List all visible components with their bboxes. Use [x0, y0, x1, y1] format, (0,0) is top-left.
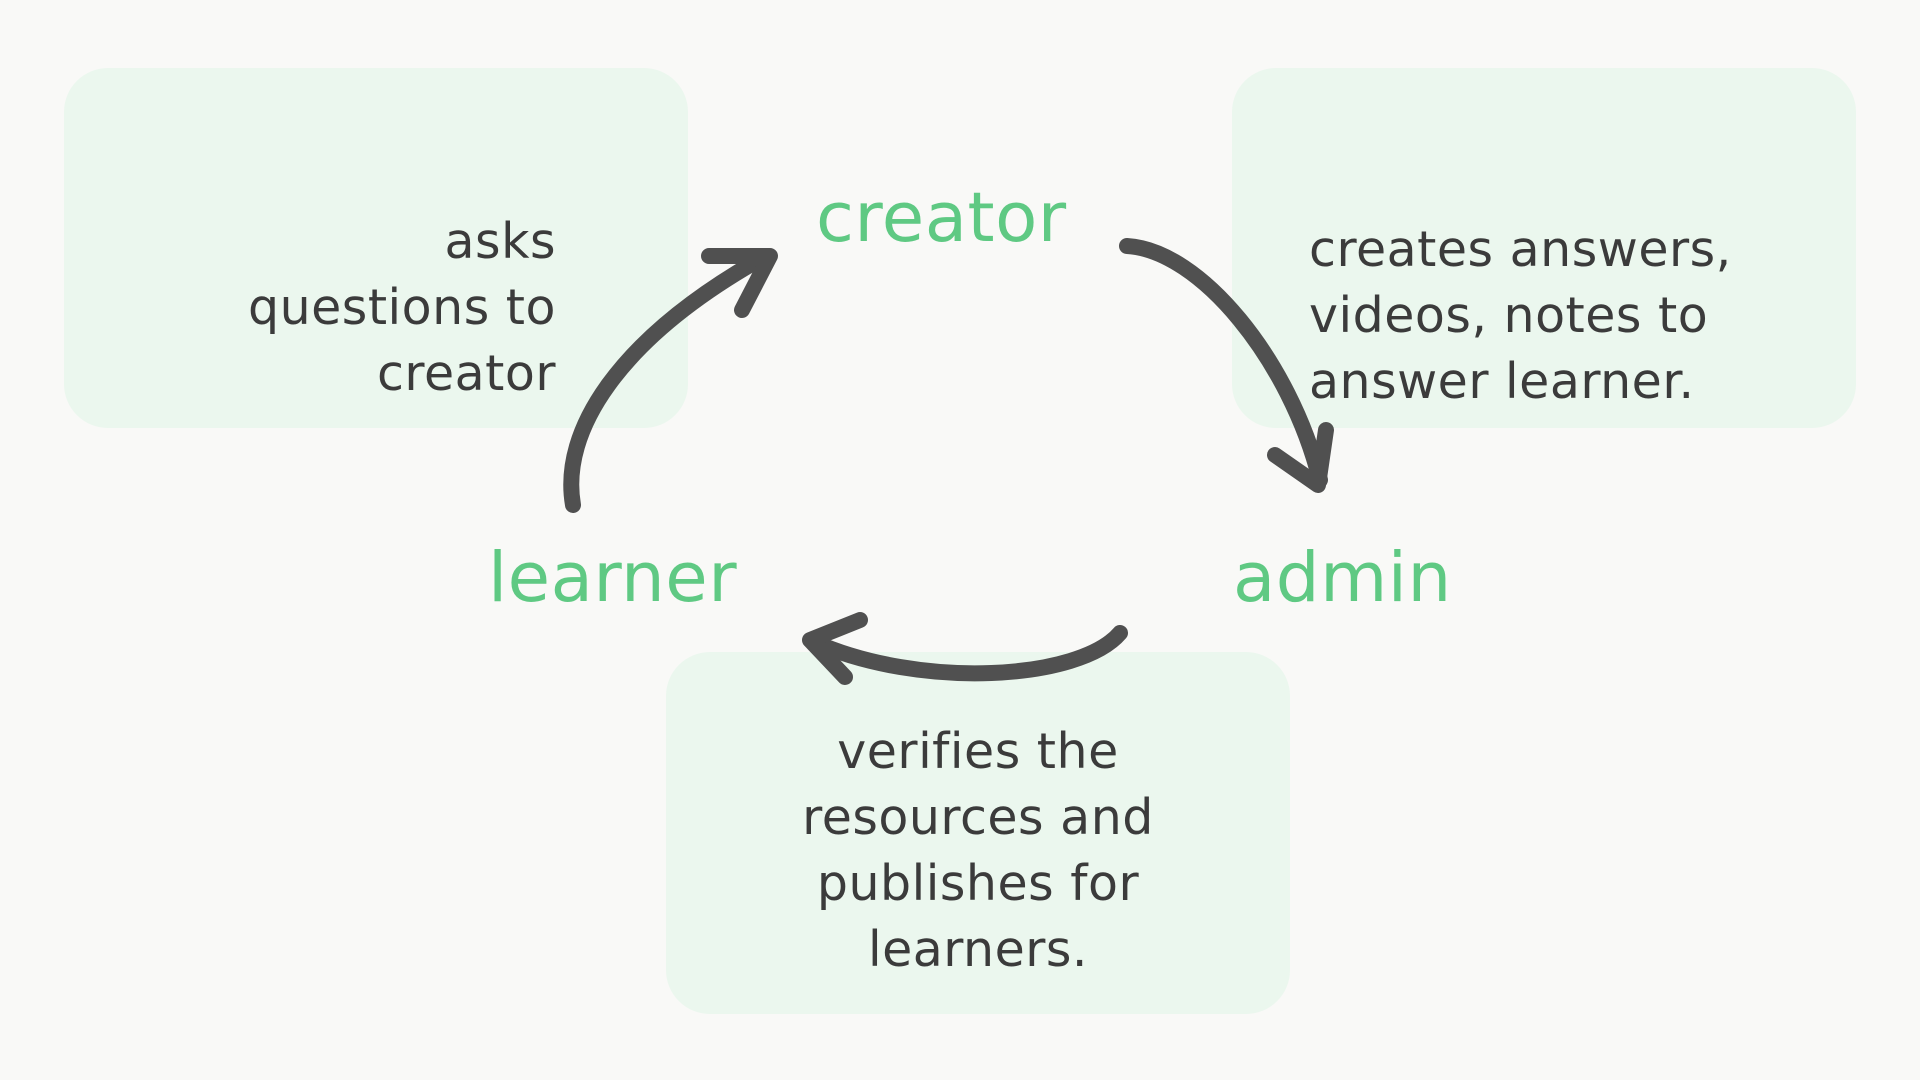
role-label-learner: learner: [488, 538, 738, 618]
admin-action-line: verifies the: [837, 723, 1119, 780]
arrow-creator-to-admin: [1119, 238, 1334, 493]
creator-action-line: answer learner.: [1309, 353, 1695, 410]
admin-action-line: learners.: [867, 921, 1089, 978]
role-label-admin: admin: [1233, 538, 1452, 618]
arrow-admin-to-learner: [802, 612, 1128, 685]
creator-action-line: creates answers,: [1309, 221, 1732, 278]
learner-action-line: creator: [376, 345, 556, 402]
arrow-learner-to-creator: [563, 248, 778, 513]
learner-action-line: asks: [444, 213, 556, 270]
admin-action-line: publishes for: [816, 855, 1140, 912]
learner-action-box: asks questions to creator: [64, 68, 688, 428]
creator-action-text: creates answers, videos, notes to answer…: [1309, 217, 1732, 415]
admin-action-text: verifies the resources and publishes for…: [666, 719, 1290, 983]
learner-action-text: asks questions to creator: [248, 209, 556, 407]
learner-action-line: questions to: [248, 279, 556, 336]
creator-action-line: videos, notes to: [1309, 287, 1709, 344]
admin-action-box: verifies the resources and publishes for…: [666, 652, 1290, 1014]
creator-action-box: creates answers, videos, notes to answer…: [1232, 68, 1856, 428]
role-label-creator: creator: [816, 178, 1067, 258]
admin-action-line: resources and: [802, 789, 1154, 846]
